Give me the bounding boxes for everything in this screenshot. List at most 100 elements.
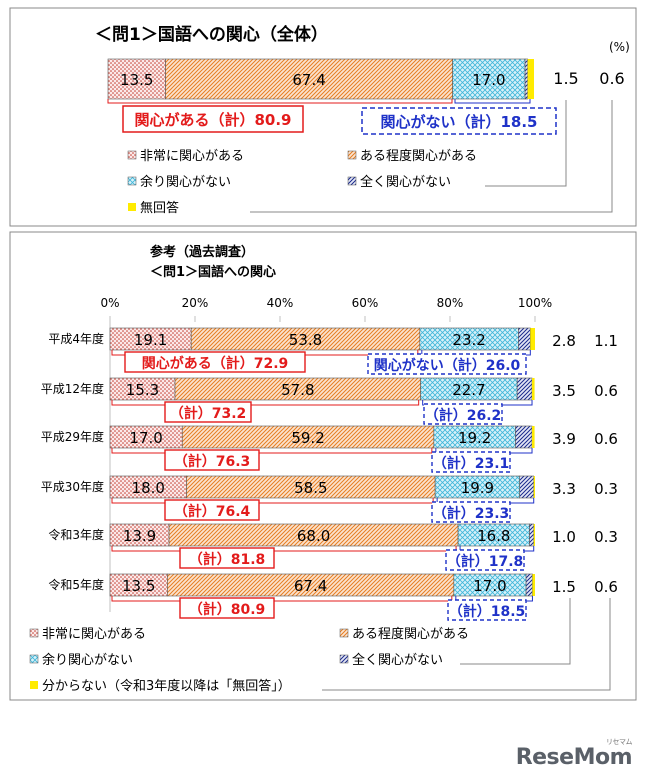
bar-segment-no-answer <box>532 426 535 448</box>
top-bar-value-very-interested: 13.5 <box>120 71 153 89</box>
interest-total-box <box>164 499 260 521</box>
top-bar-segment-very-interested <box>107 58 166 100</box>
interest-total: （計）81.8 <box>189 551 266 568</box>
top-title: ＜問1＞国語への関心（全体） <box>95 24 328 45</box>
bar-segment-not-interested <box>529 523 535 547</box>
bar-value-very-interested: 18.0 <box>132 479 165 497</box>
x-tick-label: 40% <box>267 296 294 310</box>
outside-value-1: 1.5 <box>552 578 576 596</box>
top-bar-value-little-interested: 17.0 <box>472 71 505 89</box>
bar-segment-no-answer <box>530 328 535 350</box>
bar-value-somewhat-interested: 57.8 <box>281 381 314 399</box>
legend-swatch-very-interested <box>29 628 39 638</box>
interest-total: （計）80.9 <box>189 601 266 618</box>
bar-segment-no-answer <box>532 574 535 596</box>
no-interest-total-box <box>445 549 525 571</box>
outside-value-1: 2.8 <box>552 332 576 350</box>
bottom-caption-2: ＜問1＞国語への関心 <box>150 264 276 280</box>
bar-value-somewhat-interested: 68.0 <box>297 527 330 545</box>
leader-line-1 <box>460 598 571 665</box>
unit-label: (%) <box>609 40 630 54</box>
legend-swatch-somewhat-interested <box>339 628 349 638</box>
top-legend-swatch-no-answer <box>128 203 136 211</box>
interest-total-box <box>164 449 260 471</box>
bar-value-somewhat-interested: 67.4 <box>294 577 327 595</box>
leader-line-2 <box>322 598 611 691</box>
interest-bracket <box>111 546 457 552</box>
top-outside-value-1: 1.5 <box>553 69 578 88</box>
row-label: 令和5年度 <box>48 577 104 592</box>
top-leader-line-2 <box>250 100 613 213</box>
no-interest-total: （計）17.8 <box>447 553 524 570</box>
bar-value-little-interested: 19.2 <box>458 429 491 447</box>
outside-value-1: 3.9 <box>552 430 576 448</box>
bar-value-somewhat-interested: 59.2 <box>291 429 324 447</box>
top-legend-label-very-interested: 非常に関心がある <box>140 149 244 164</box>
legend-label-little-interested: 余り関心がない <box>42 652 133 668</box>
interest-total: （計）76.3 <box>174 453 251 470</box>
top-no-interest-total: 関心がない（計）18.5 <box>380 113 537 131</box>
interest-total-box <box>179 597 275 619</box>
top-outside-value-2: 0.6 <box>599 69 624 88</box>
top-legend-swatch-little-interested <box>127 176 137 186</box>
bar-value-very-interested: 13.9 <box>123 527 156 545</box>
history-panel: 参考（過去調査）＜問1＞国語への関心0%20%40%60%80%100%平成4年… <box>9 231 637 701</box>
top-no-interest-bracket <box>454 99 531 104</box>
watermark-text: ReseMom <box>515 745 633 770</box>
outside-value-1: 1.0 <box>552 528 576 546</box>
legend-label-not-interested: 全く関心がない <box>352 652 443 668</box>
top-legend-label-little-interested: 余り関心がない <box>140 174 231 190</box>
top-bar-segment-little-interested <box>452 58 526 100</box>
bar-segment-no-answer <box>532 378 535 400</box>
row-label: 平成12年度 <box>41 381 104 396</box>
row-label: 平成30年度 <box>41 479 104 494</box>
interest-bracket <box>111 400 420 406</box>
no-interest-total: 関心がない（計）26.0 <box>374 357 521 374</box>
top-bar-segment-somewhat-interested <box>165 58 453 100</box>
top-legend-label-somewhat-interested: ある程度関心がある <box>360 148 477 164</box>
legend-swatch-little-interested <box>29 654 39 664</box>
interest-total: 関心がある（計）72.9 <box>142 355 289 372</box>
x-tick-label: 60% <box>352 296 379 310</box>
interest-bracket <box>111 596 453 602</box>
bar-value-very-interested: 15.3 <box>126 381 159 399</box>
top-legend-swatch-not-interested <box>347 176 357 186</box>
bottom-panel-frame <box>9 231 637 701</box>
bar-value-little-interested: 19.9 <box>461 479 494 497</box>
no-interest-total: （計）18.5 <box>449 603 526 620</box>
outside-value-2: 1.1 <box>594 332 618 350</box>
row-label: 平成4年度 <box>48 331 104 346</box>
bar-value-little-interested: 16.8 <box>477 527 510 545</box>
no-interest-total-box <box>423 403 503 425</box>
interest-total-box <box>164 401 252 423</box>
x-tick-label: 100% <box>518 296 552 310</box>
top-legend-label-no-answer: 無回答 <box>140 200 179 216</box>
x-tick-label: 80% <box>437 296 464 310</box>
no-interest-total-box <box>431 501 511 523</box>
bar-value-very-interested: 19.1 <box>134 331 167 349</box>
top-bar-value-somewhat-interested: 67.4 <box>292 71 325 89</box>
top-interest-bracket <box>107 99 453 104</box>
x-tick-label: 0% <box>100 296 119 310</box>
top-bar-segment-no-answer <box>527 59 534 99</box>
bar-value-very-interested: 17.0 <box>129 429 162 447</box>
legend-label-somewhat-interested: ある程度関心がある <box>352 626 469 642</box>
no-interest-total: （計）26.2 <box>425 407 502 424</box>
no-interest-total: （計）23.3 <box>433 505 510 522</box>
outside-value-1: 3.3 <box>552 480 576 498</box>
outside-value-2: 0.6 <box>594 382 618 400</box>
bar-segment-not-interested <box>518 327 531 351</box>
interest-bracket <box>111 498 434 504</box>
legend-label-very-interested: 非常に関心がある <box>42 627 146 642</box>
watermark-kana: リセマム <box>606 738 633 746</box>
no-interest-total: （計）23.1 <box>433 455 510 472</box>
bar-segment-no-answer <box>533 476 535 498</box>
bar-segment-not-interested <box>525 573 533 597</box>
no-interest-total-box <box>447 599 527 621</box>
bar-segment-not-interested <box>515 425 533 449</box>
